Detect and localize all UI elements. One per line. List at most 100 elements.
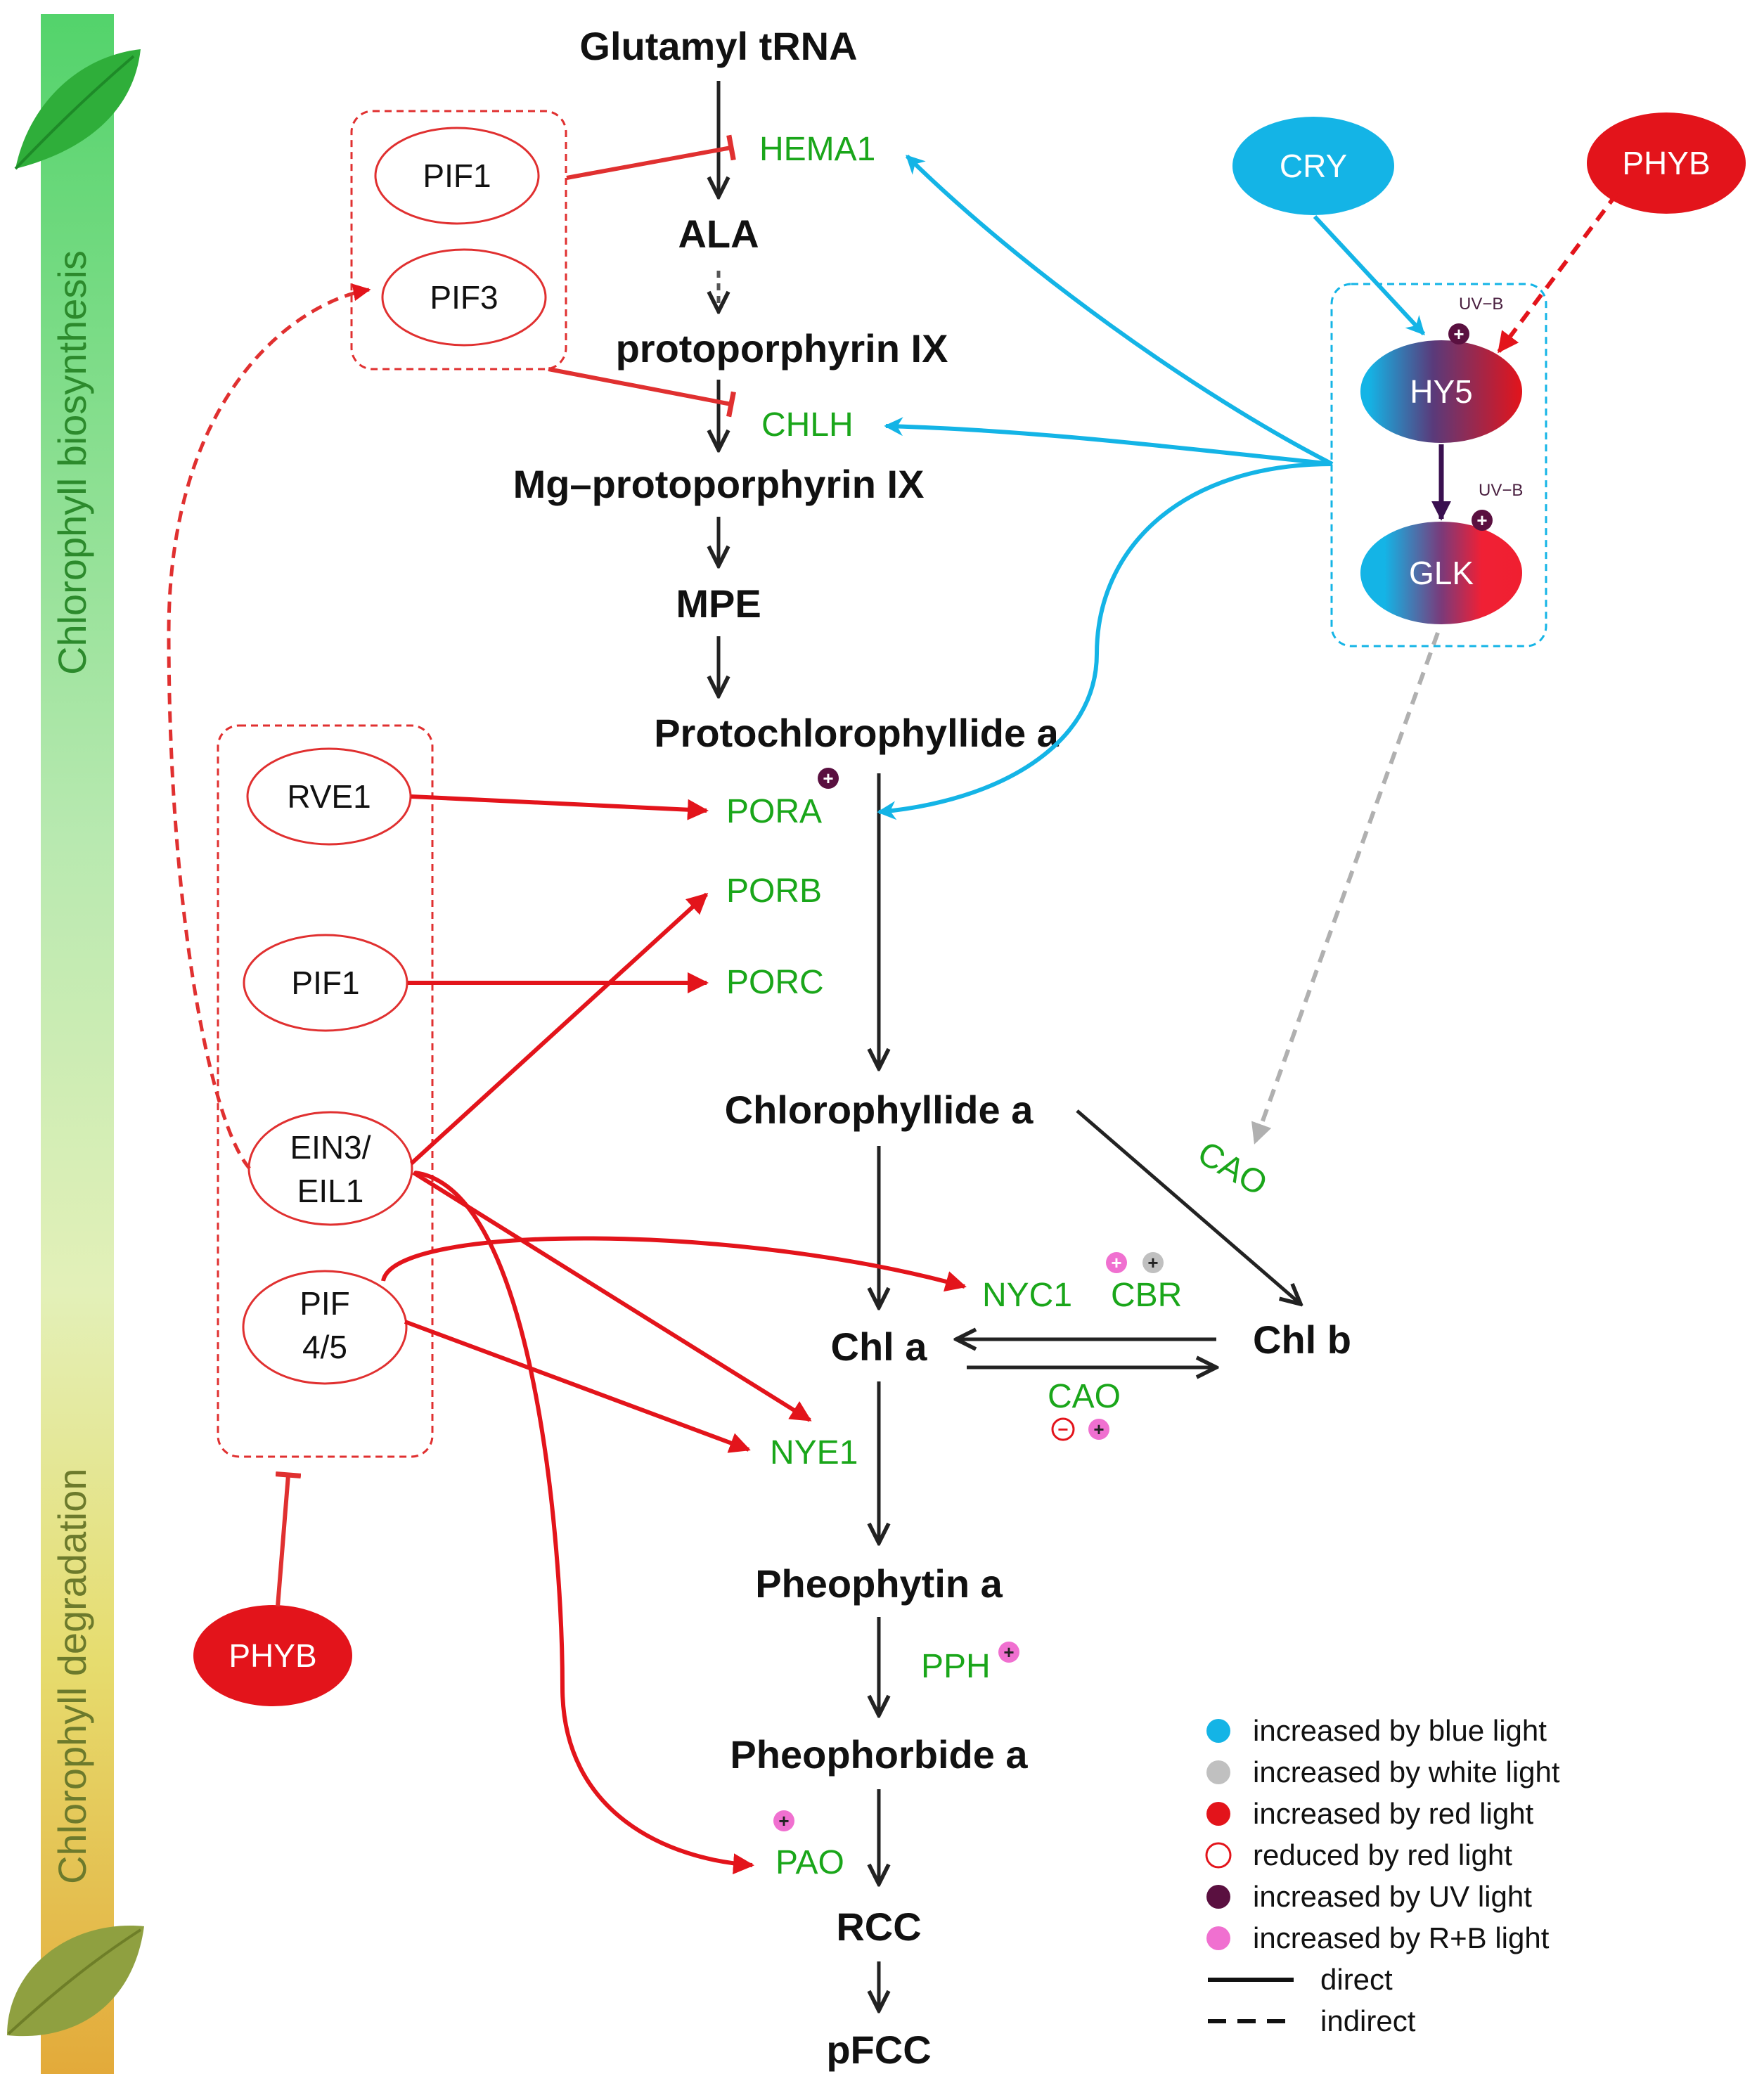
activate-hy5-pora bbox=[877, 462, 1333, 820]
node-phyb-top bbox=[1587, 112, 1746, 214]
node-hy5 bbox=[1360, 340, 1522, 443]
metabolite-pfcc: pFCC bbox=[826, 2028, 931, 2072]
legend-label: direct bbox=[1320, 1963, 1393, 1996]
metabolite-protochlorophyllide: Protochlorophyllide a bbox=[654, 711, 1059, 755]
marker-rb-cao: + bbox=[1088, 1419, 1109, 1440]
node-rve1-label: RVE1 bbox=[287, 778, 371, 815]
svg-text:+: + bbox=[1453, 323, 1464, 344]
activate-hy5-chlh bbox=[884, 417, 1333, 466]
legend-item: increased by UV light bbox=[1206, 1880, 1532, 1913]
node-glk-label: GLK bbox=[1409, 555, 1474, 591]
regulators-top-group: PIF1 PIF3 bbox=[350, 110, 567, 370]
inhibit-phyb-left-group bbox=[275, 1471, 302, 1607]
node-ein3-line2: EIL1 bbox=[297, 1173, 364, 1209]
legend-label: increased by red light bbox=[1253, 1797, 1534, 1830]
marker-rb-pao: + bbox=[773, 1810, 794, 1831]
node-pif1-top bbox=[374, 127, 540, 225]
legend-marker-circle bbox=[1206, 1802, 1230, 1826]
marker-uv-glk: + bbox=[1472, 510, 1493, 531]
dashed-glk-cao bbox=[1251, 631, 1440, 1145]
node-phyb-bottom bbox=[193, 1605, 352, 1706]
metabolite-ala: ALA bbox=[678, 212, 759, 256]
legend-marker-circle bbox=[1206, 1926, 1230, 1950]
metabolite-chl-b: Chl b bbox=[1253, 1317, 1351, 1362]
gene-pph: PPH bbox=[921, 1648, 991, 1685]
gene-hema1: HEMA1 bbox=[759, 131, 875, 168]
legend-item: increased by R+B light bbox=[1206, 1921, 1550, 1954]
node-phyb-bottom-label: PHYB bbox=[228, 1637, 316, 1674]
svg-text:+: + bbox=[823, 768, 833, 789]
activate-rve1-pora bbox=[411, 794, 709, 820]
svg-text:+: + bbox=[1147, 1252, 1158, 1273]
activate-pif45-nyc1 bbox=[381, 1236, 967, 1292]
gene-nyc1: NYC1 bbox=[982, 1277, 1072, 1314]
dashed-phyb-hy5 bbox=[1497, 192, 1619, 354]
legend-label: increased by R+B light bbox=[1253, 1921, 1550, 1954]
side-bar: Chlorophyll biosynthesis Chlorophyll deg… bbox=[7, 14, 144, 2074]
red-edges bbox=[167, 134, 967, 1875]
metabolite-protoporphyrin: protoporphyrin IX bbox=[616, 326, 948, 370]
node-rve1 bbox=[246, 747, 412, 846]
node-cry bbox=[1232, 117, 1394, 215]
metabolite-glutamyl-trna: Glutamyl tRNA bbox=[579, 24, 857, 68]
legend-item: reduced by red light bbox=[1205, 1838, 1512, 1871]
svg-text:+: + bbox=[1003, 1642, 1014, 1663]
inhibit-pif3-chlh bbox=[548, 367, 736, 418]
metabolite-mpe: MPE bbox=[676, 581, 761, 626]
node-pif3 bbox=[381, 248, 547, 347]
node-pif45 bbox=[242, 1270, 408, 1385]
blue-edges bbox=[877, 154, 1619, 1145]
node-pif1-mid-label: PIF1 bbox=[291, 965, 359, 1001]
node-pif1-mid bbox=[243, 934, 408, 1032]
legend-label: indirect bbox=[1320, 2004, 1416, 2037]
uvb-label-glk: UV−B bbox=[1479, 481, 1523, 500]
gene-pora: PORA bbox=[726, 793, 822, 830]
gene-pao: PAO bbox=[775, 1844, 844, 1881]
gene-cao-reverse: CAO bbox=[1048, 1378, 1121, 1415]
arrow-chlorophyllide-to-chl-b bbox=[1076, 1109, 1301, 1304]
activate-cry-hy5 bbox=[1313, 214, 1426, 336]
marker-rb-pph: + bbox=[998, 1642, 1019, 1663]
svg-text:+: + bbox=[1111, 1252, 1121, 1273]
gene-cao-diagonal: CAO bbox=[1192, 1135, 1274, 1204]
activate-ein3-porb bbox=[409, 892, 709, 1166]
metabolite-chl-a: Chl a bbox=[831, 1325, 928, 1369]
dashed-ein3-to-pif3 bbox=[167, 283, 371, 1170]
regulators-left-group: RVE1 PIF1 EIN3/ EIL1 PIF 4/5 bbox=[217, 724, 434, 1458]
legend-marker-circle bbox=[1206, 1760, 1230, 1784]
gene-porb: PORB bbox=[726, 872, 822, 910]
legend-marker-circle bbox=[1206, 1719, 1230, 1743]
inhibit-pif1-hema1 bbox=[566, 134, 736, 180]
metabolite-pheophorbide: Pheophorbide a bbox=[730, 1732, 1028, 1777]
leaf-olive-icon bbox=[7, 1926, 144, 2037]
legend-item: indirect bbox=[1208, 2004, 1416, 2037]
svg-text:−: − bbox=[1057, 1419, 1068, 1440]
legend-item: increased by blue light bbox=[1206, 1714, 1547, 1747]
svg-text:+: + bbox=[778, 1810, 789, 1831]
marker-rb-cbr: + bbox=[1106, 1252, 1127, 1273]
activate-pif45-nye1 bbox=[404, 1320, 751, 1453]
marker-red-reduced-cao: − bbox=[1051, 1417, 1075, 1441]
metabolite-pheophytin: Pheophytin a bbox=[755, 1561, 1003, 1606]
biosynthesis-label: Chlorophyll biosynthesis bbox=[50, 250, 94, 675]
degradation-label: Chlorophyll degradation bbox=[50, 1469, 94, 1885]
node-pif45-line1: PIF bbox=[300, 1285, 350, 1322]
gene-nye1: NYE1 bbox=[770, 1434, 858, 1471]
regulators-right-group: CRY PHYB HY5 GLK UV−B UV−B PHYB bbox=[193, 112, 1746, 1706]
gradient-bar bbox=[41, 14, 114, 2074]
light-markers: + + + + + − + + bbox=[773, 323, 1493, 1831]
activate-ein3-nye1 bbox=[412, 1171, 812, 1422]
legend-marker-circle bbox=[1206, 1885, 1230, 1909]
legend-item: increased by red light bbox=[1206, 1797, 1534, 1830]
legend-label: reduced by red light bbox=[1253, 1838, 1512, 1871]
svg-text:+: + bbox=[1476, 510, 1487, 531]
node-glk bbox=[1360, 522, 1522, 624]
legend-item: direct bbox=[1208, 1963, 1393, 1996]
node-phyb-top-label: PHYB bbox=[1622, 145, 1710, 181]
legend-label: increased by blue light bbox=[1253, 1714, 1547, 1747]
node-pif45-line2: 4/5 bbox=[302, 1329, 347, 1365]
svg-text:+: + bbox=[1093, 1419, 1104, 1440]
activate-hy5-hema1 bbox=[905, 154, 1334, 466]
